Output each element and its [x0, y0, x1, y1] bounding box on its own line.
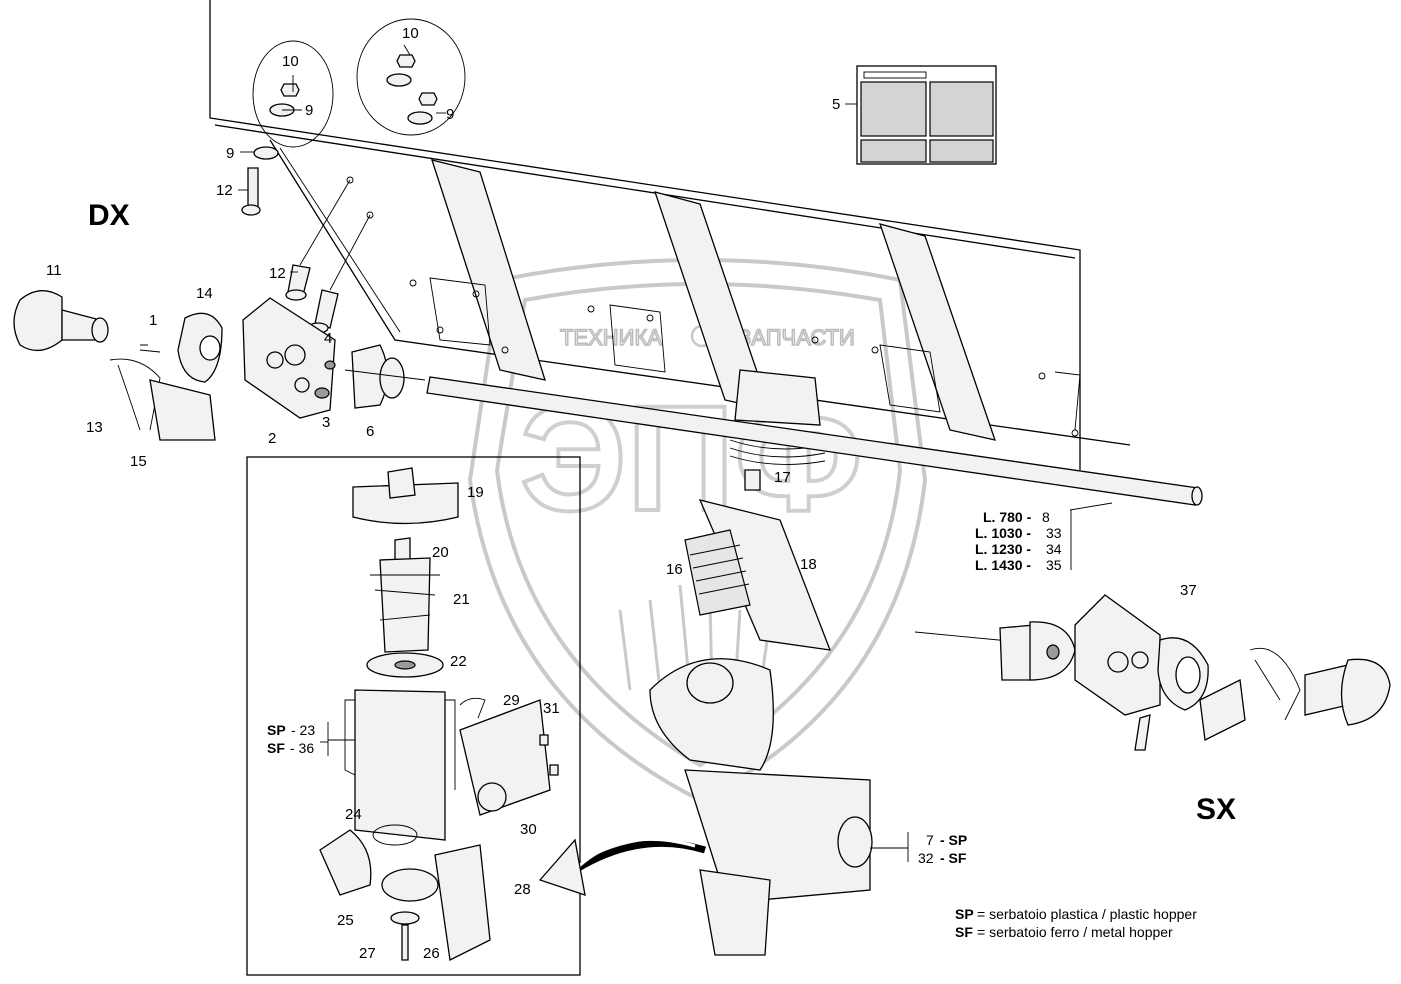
- top-fasteners: [238, 18, 466, 334]
- legend-abbr-sf: SF: [955, 924, 973, 940]
- legend-text-sp: = serbatoio plastica / plastic hopper: [977, 906, 1197, 922]
- shaft-part-33: 33: [1046, 525, 1062, 541]
- shaft-length-1230: L. 1230 -: [975, 541, 1031, 557]
- inset-frame: [246, 456, 581, 976]
- callouts: 10 10 9 9 9 12 12 5 11 14 1 4 13 15 2 3 …: [46, 25, 1197, 962]
- legend-text-sf: = serbatoio ferro / metal hopper: [977, 924, 1173, 940]
- shaft-part-35: 35: [1046, 557, 1062, 573]
- callout-14: 14: [196, 285, 213, 302]
- hopper-type-sp: - SP: [940, 832, 967, 848]
- side-label-sx: SX: [1196, 793, 1236, 826]
- shaft-length-1430: L. 1430 -: [975, 557, 1031, 573]
- housing-type-sp: SP: [267, 722, 286, 738]
- shaft: [426, 376, 1203, 511]
- legend: SP = serbatoio plastica / plastic hopper…: [955, 906, 1197, 940]
- callout-27: 27: [359, 945, 376, 962]
- left-drive-assembly: [13, 290, 426, 441]
- housing-part-23: - 23: [291, 722, 315, 738]
- shaft-part-34: 34: [1046, 541, 1062, 557]
- callout-6: 6: [366, 423, 374, 440]
- callout-11: 11: [46, 262, 62, 279]
- callout-9b: 9: [446, 106, 454, 123]
- watermark-right-text: ЗАПЧАСТИ: [738, 325, 855, 350]
- shaft-length-1030: L. 1030 -: [975, 525, 1031, 541]
- callout-2: 2: [268, 430, 276, 447]
- legend-abbr-sp: SP: [955, 906, 974, 922]
- callout-17: 17: [774, 469, 791, 486]
- callout-13: 13: [86, 419, 103, 436]
- callout-1: 1: [149, 312, 157, 329]
- callout-9c: 9: [226, 145, 234, 162]
- callout-22: 22: [450, 653, 467, 670]
- shaft-length-table: L. 780 - 8 L. 1030 - 33 L. 1230 - 34 L. …: [975, 509, 1062, 573]
- callout-29: 29: [503, 692, 520, 709]
- callout-37: 37: [1180, 582, 1197, 599]
- side-label-dx: DX: [88, 199, 130, 232]
- callout-21: 21: [453, 591, 470, 608]
- watermark-left-text: ТЕХНИКА: [560, 325, 662, 350]
- right-drive-assembly: [914, 594, 1391, 751]
- hopper-parts-table: 7 - SP 32 - SF: [918, 832, 967, 866]
- hopper-type-sf: - SF: [940, 850, 967, 866]
- callout-10b: 10: [402, 25, 419, 42]
- bracket-lines: [320, 510, 1072, 862]
- callout-4: 4: [324, 330, 332, 347]
- housing-parts-table: SP - 23 SF - 36: [267, 722, 315, 756]
- central-distributor: [649, 469, 873, 956]
- callout-26: 26: [423, 945, 440, 962]
- callout-16: 16: [666, 561, 683, 578]
- callout-20: 20: [432, 544, 449, 561]
- callout-5: 5: [832, 96, 840, 113]
- callout-10a: 10: [282, 53, 299, 70]
- callout-3: 3: [322, 414, 330, 431]
- shaft-part-8: 8: [1042, 509, 1050, 525]
- callout-9a: 9: [305, 102, 313, 119]
- shaft-length-780: L. 780 -: [983, 509, 1032, 525]
- callout-12a: 12: [216, 182, 233, 199]
- callout-18: 18: [800, 556, 817, 573]
- hopper-part-32: 32: [918, 850, 934, 866]
- callout-30: 30: [520, 821, 537, 838]
- callout-24: 24: [345, 806, 362, 823]
- callout-31: 31: [543, 700, 560, 717]
- decal-label: [845, 65, 997, 165]
- housing-part-36: - 36: [290, 740, 314, 756]
- housing-type-sf: SF: [267, 740, 285, 756]
- callout-19: 19: [467, 484, 484, 501]
- hopper-part-7: 7: [926, 832, 934, 848]
- hopper-body: [209, 0, 1131, 470]
- callout-28: 28: [514, 881, 531, 898]
- inset-parts: [319, 467, 707, 961]
- callout-12b: 12: [269, 265, 286, 282]
- callout-25: 25: [337, 912, 354, 929]
- callout-15: 15: [130, 453, 147, 470]
